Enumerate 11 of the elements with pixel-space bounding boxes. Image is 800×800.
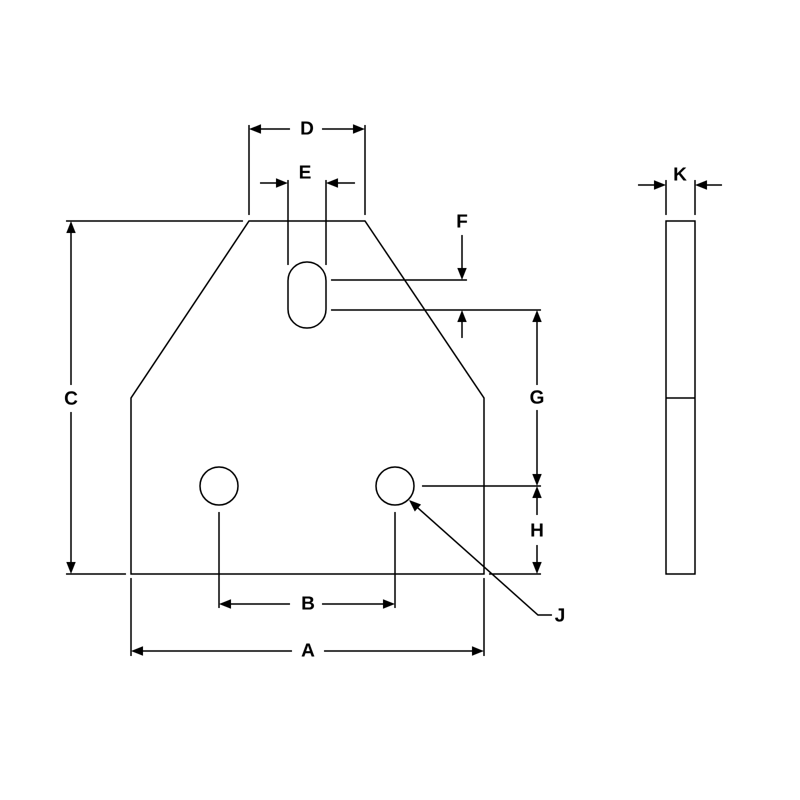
hole (375, 466, 415, 506)
dimension-label: D (301, 121, 314, 135)
dimension-label: C (64, 391, 78, 405)
dimension-label: E (300, 165, 311, 179)
dimension-label: K (674, 167, 687, 181)
callout-label: J (555, 608, 564, 622)
dimension-label: H (531, 523, 543, 537)
dimension-label: G (530, 390, 544, 404)
dimension-label: A (302, 643, 314, 657)
dimension-label: B (302, 596, 314, 610)
dimension-label: F (457, 214, 468, 228)
